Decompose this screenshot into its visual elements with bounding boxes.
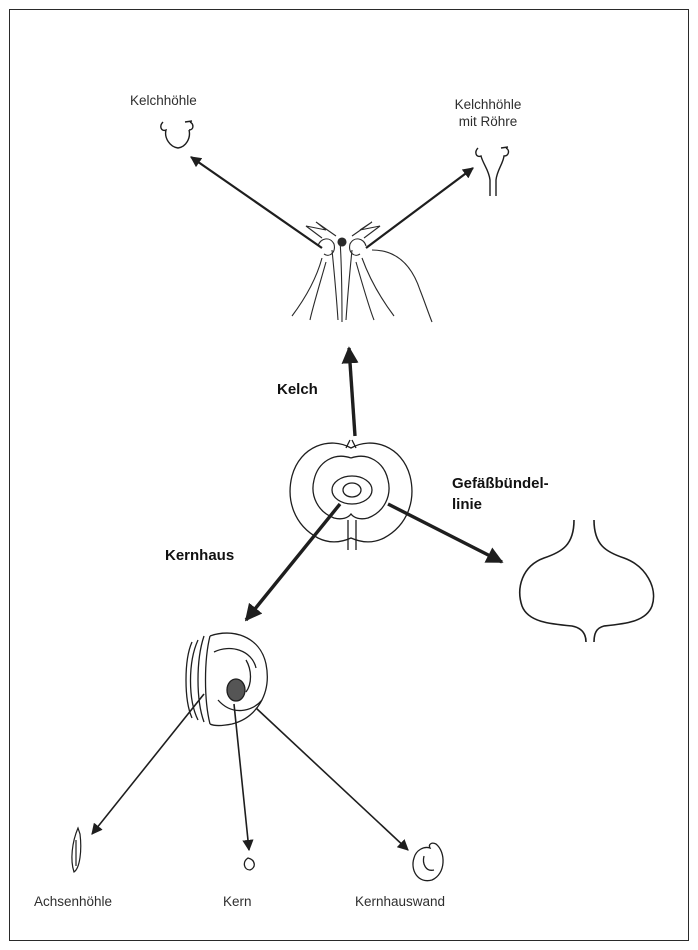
kern-icon	[244, 858, 254, 870]
arrow-kelch	[349, 348, 355, 436]
vascular-bundle-outline	[520, 520, 654, 642]
arrow-kernhaus	[246, 504, 340, 620]
label-kelchhoehle-roehre-line2: mit Röhre	[438, 113, 538, 130]
label-gefaessbuendel-line2: linie	[452, 495, 482, 515]
core-sketch	[186, 633, 267, 725]
kernhauswand-icon	[413, 843, 443, 880]
achsenhoehle-icon	[72, 828, 81, 872]
label-achsenhoehle: Achsenhöhle	[34, 893, 112, 910]
label-gefaessbuendel-line1: Gefäßbündel-	[452, 474, 549, 494]
arrow-to-achsenhoehle	[92, 694, 204, 834]
label-kernhauswand: Kernhauswand	[355, 893, 445, 910]
arrow-to-kelchhoehle	[191, 157, 322, 248]
label-kelchhoehle-roehre-line1: Kelchhöhle	[438, 96, 538, 113]
label-kelch: Kelch	[277, 380, 318, 400]
arrow-to-kern	[234, 704, 249, 850]
arrow-to-kelchhoehle-roehre	[366, 168, 473, 248]
arrow-gefaessbuendel	[388, 504, 502, 562]
apple-cross-section	[290, 440, 412, 550]
arrows	[92, 157, 502, 850]
kelchhoehle-roehre-icon	[476, 147, 509, 196]
label-kernhaus: Kernhaus	[165, 546, 234, 566]
label-kern: Kern	[223, 893, 252, 910]
label-kelchhoehle: Kelchhöhle	[130, 92, 197, 109]
arrow-to-kernhauswand	[256, 708, 408, 850]
calyx-sketch	[292, 222, 432, 322]
kelchhoehle-icon	[161, 121, 193, 148]
